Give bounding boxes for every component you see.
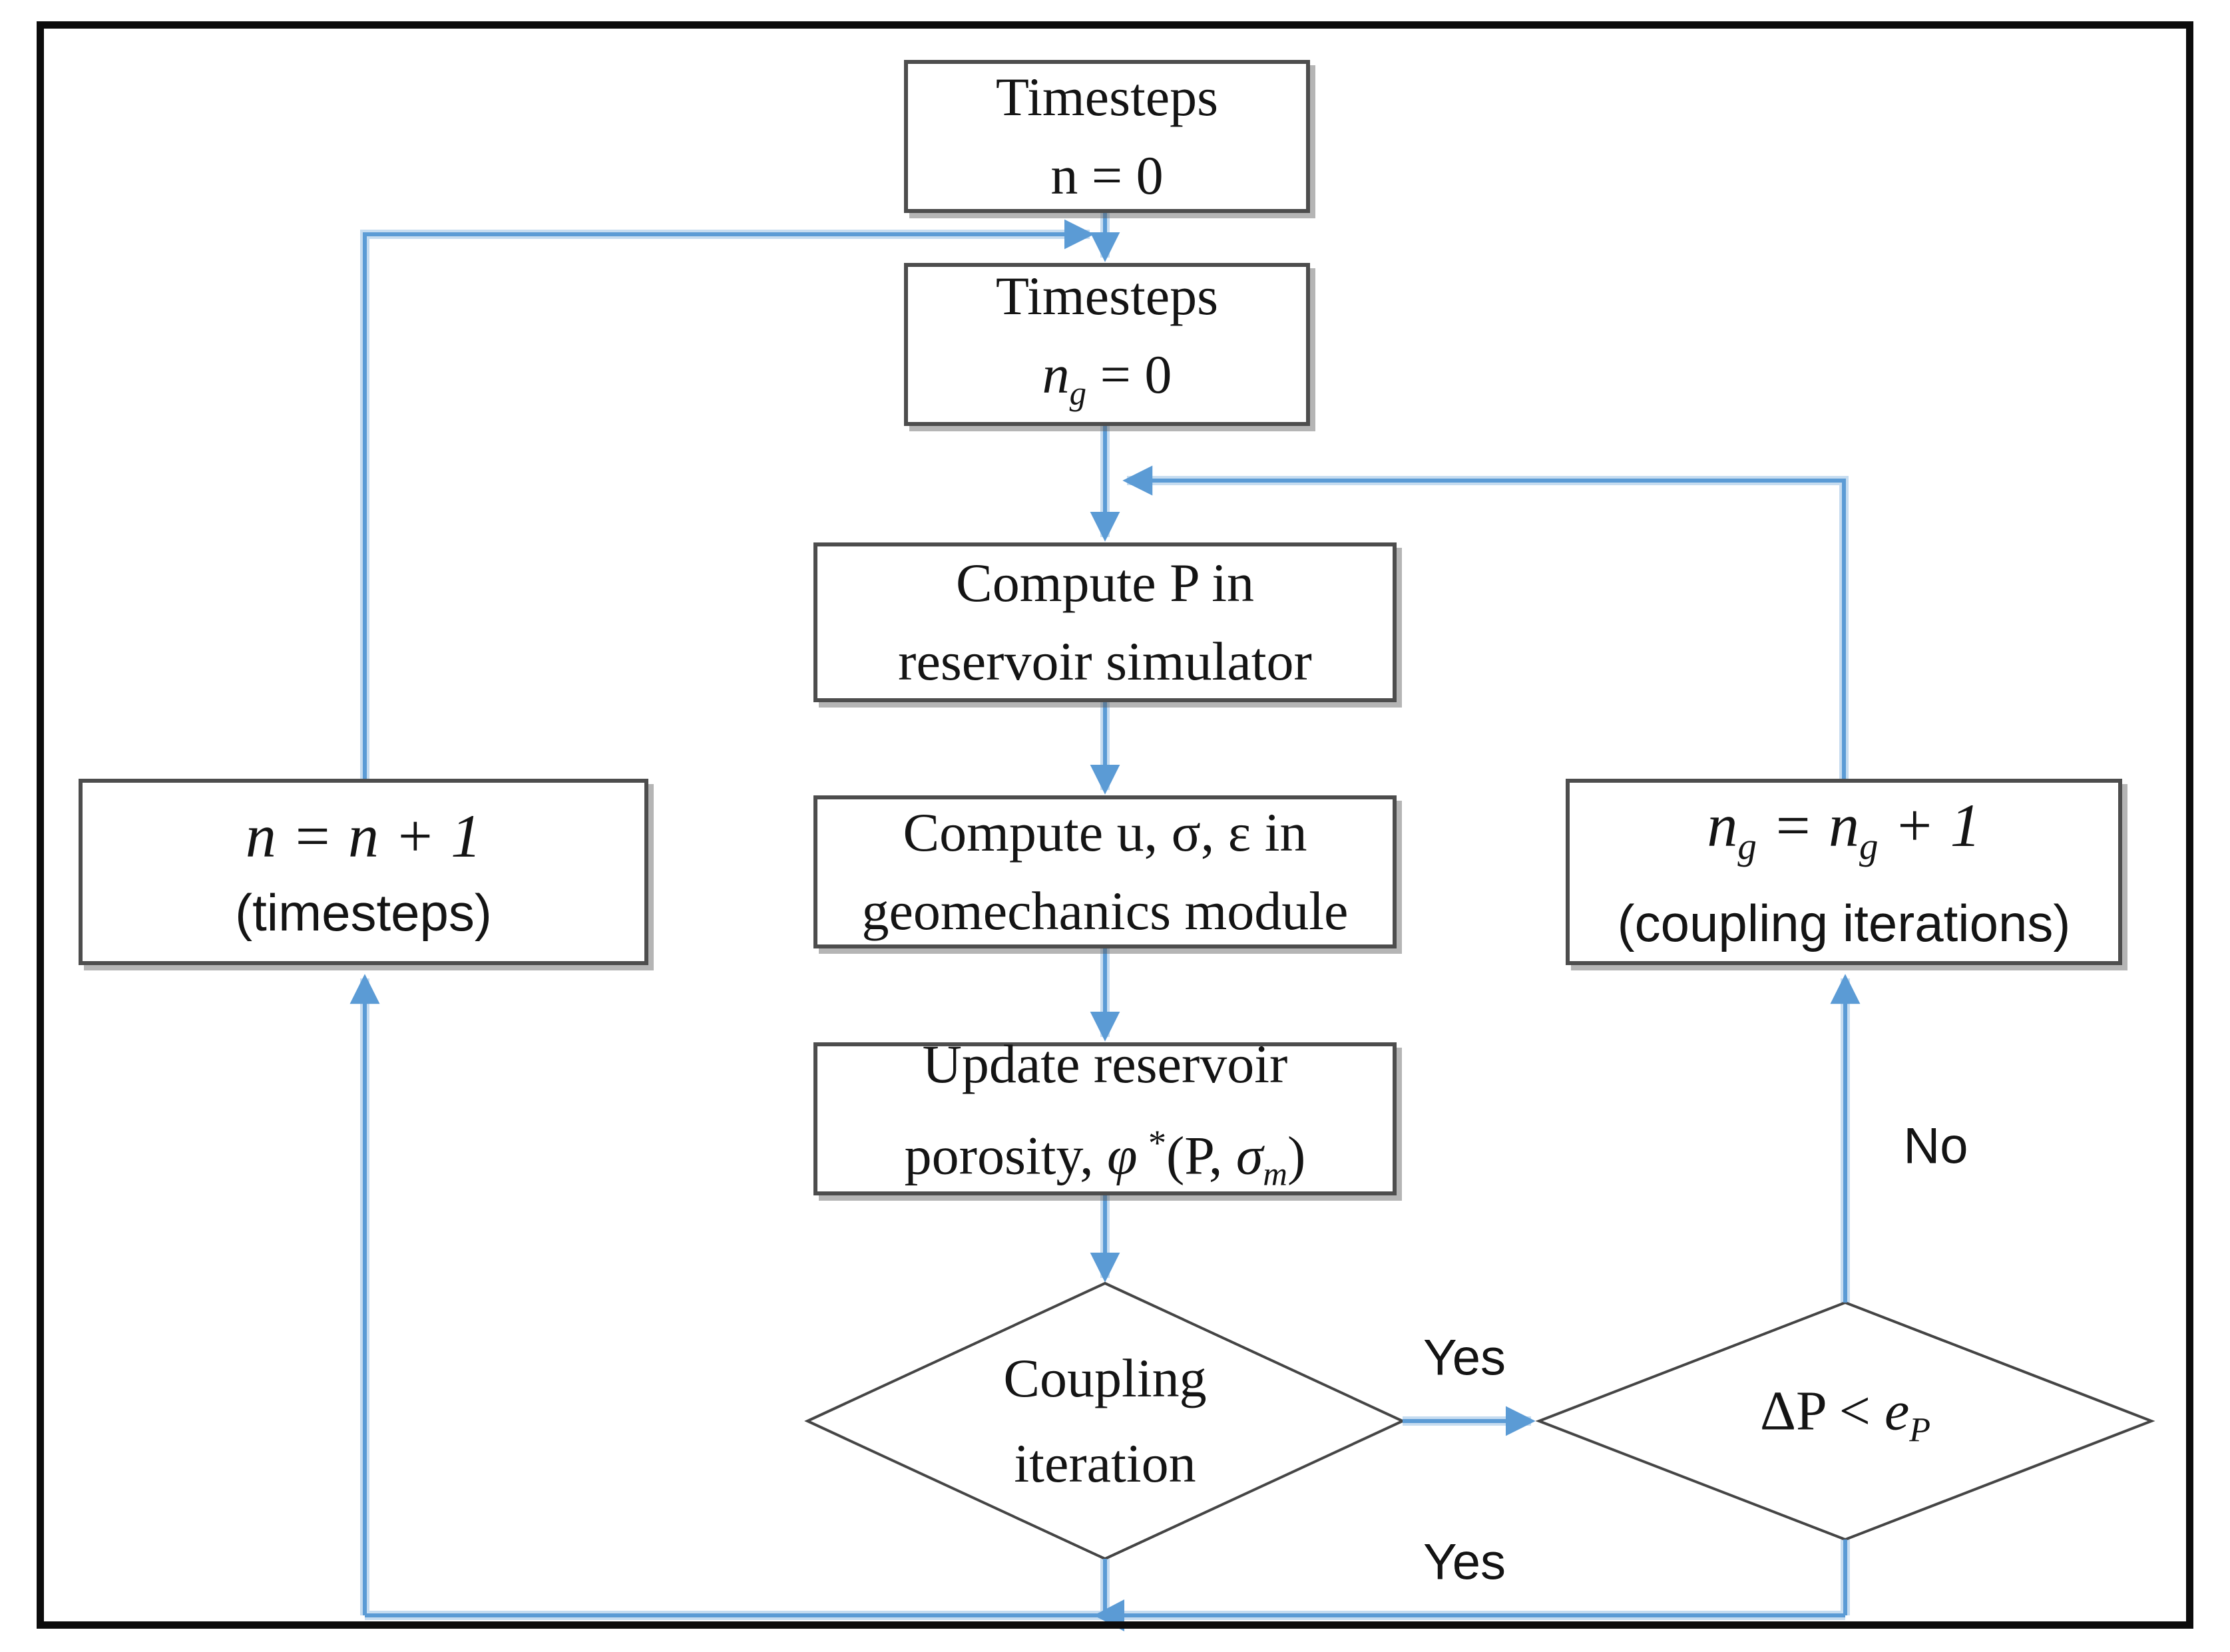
arrow-coupling-loop-top (1122, 465, 1846, 779)
node-text-line: Compute u, σ, ε in (903, 802, 1307, 863)
node-text-line: Compute P in (956, 552, 1254, 613)
node-text-line: Coupling (1003, 1348, 1207, 1408)
node-text-line: ng = ng + 1 (1707, 791, 1981, 868)
node-text-line: n = n + 1 (245, 802, 482, 870)
pressure-convergence-diamond (1535, 1301, 2155, 1542)
node-text-line: geomechanics module (861, 881, 1349, 941)
node-text-line: reservoir simulator (898, 631, 1312, 692)
node-compute-u-sigma-eps: Compute u, σ, ε in geomechanics module (813, 795, 1397, 948)
flow-arrows (349, 213, 1861, 1631)
node-timesteps-ng: Timesteps ng = 0 (904, 263, 1310, 426)
node-text-line: iteration (1014, 1433, 1196, 1494)
node-text-line: Update reservoir (922, 1033, 1288, 1094)
no-label: No (1903, 1118, 1968, 1175)
node-text-line: Timesteps (995, 265, 1219, 326)
yes-label-right-branch: Yes (1423, 1329, 1506, 1386)
figure-border (37, 21, 2193, 1629)
pressure-convergence-label: ΔP < eP (1759, 1380, 1931, 1450)
node-text-line: (timesteps) (235, 883, 492, 942)
node-increment-ng: ng = ng + 1 (coupling iterations) (1566, 779, 2122, 965)
node-timesteps-n: Timesteps n = 0 (904, 60, 1310, 213)
node-compute-p: Compute P in reservoir simulator (813, 542, 1397, 702)
node-text-line: porosity, φ *(P, σm) (904, 1122, 1306, 1193)
coupling-iteration-label: Coupling iteration (1003, 1336, 1206, 1506)
yes-label-bottom-branch: Yes (1423, 1534, 1506, 1591)
node-increment-n: n = n + 1 (timesteps) (79, 779, 648, 965)
node-text-line: ng = 0 (1042, 343, 1172, 412)
node-text-line: Timesteps (995, 67, 1219, 127)
node-update-porosity: Update reservoir porosity, φ *(P, σm) (813, 1034, 1397, 1195)
arrow-timestep-loop-top (363, 219, 1094, 779)
node-text-line: n = 0 (1050, 145, 1164, 206)
node-text-line: (coupling iterations) (1617, 894, 2071, 953)
